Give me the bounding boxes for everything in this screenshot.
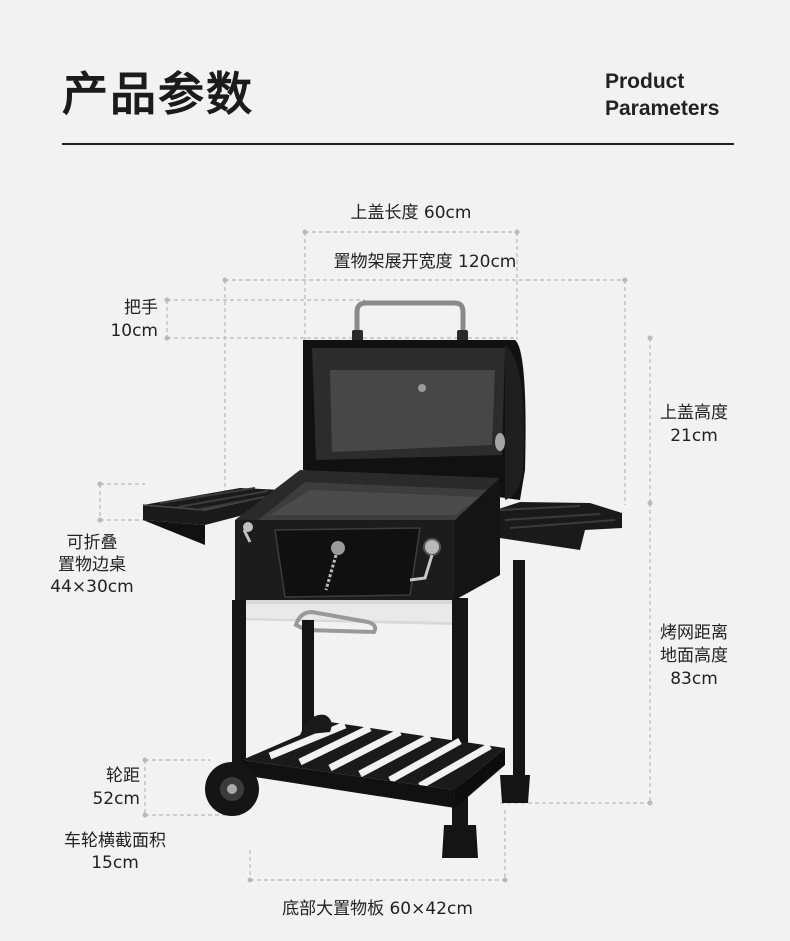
- shelf-width-label: 置物架展开宽度 120cm: [333, 252, 517, 272]
- grill-body: [235, 470, 500, 600]
- page-subtitle: Product Parameters: [605, 68, 719, 122]
- grill-height-line-1: 烤网距离: [660, 623, 728, 643]
- handle-value: 10cm: [110, 321, 158, 341]
- wheelbase-value: 52cm: [92, 789, 140, 809]
- dimension-lines: [99, 231, 651, 881]
- lid-handle: [354, 300, 466, 340]
- side-table-line-2: 置物边桌: [58, 555, 126, 575]
- side-table-line-3: 44×30cm: [50, 577, 134, 597]
- wheelbase-label: 轮距: [106, 766, 140, 786]
- page-title: 产品参数: [62, 67, 254, 121]
- grill-height-line-2: 地面高度: [660, 646, 728, 666]
- wheels: [205, 714, 332, 816]
- lid-height-value: 21cm: [670, 426, 718, 446]
- open-lid: [303, 340, 526, 500]
- grill-height-line-3: 83cm: [670, 669, 718, 689]
- grill-legs: [232, 560, 530, 858]
- title-divider: [62, 143, 734, 145]
- lid-length-label: 上盖长度 60cm: [350, 203, 472, 223]
- bottom-shelf: [242, 721, 505, 808]
- ash-drawer: [235, 600, 455, 635]
- wheel-section-label: 车轮横截面积: [64, 831, 166, 851]
- handle-label: 把手: [124, 298, 158, 318]
- wheel-section-value: 15cm: [91, 853, 139, 873]
- bottom-shelf-label: 底部大置物板 60×42cm: [282, 899, 473, 919]
- subtitle-line-1: Product: [605, 70, 685, 93]
- left-side-shelf: [142, 487, 283, 545]
- subtitle-line-2: Parameters: [605, 97, 720, 120]
- side-table-line-1: 可折叠: [66, 533, 118, 553]
- right-side-shelf: [480, 502, 622, 550]
- lid-height-label: 上盖高度: [660, 403, 728, 423]
